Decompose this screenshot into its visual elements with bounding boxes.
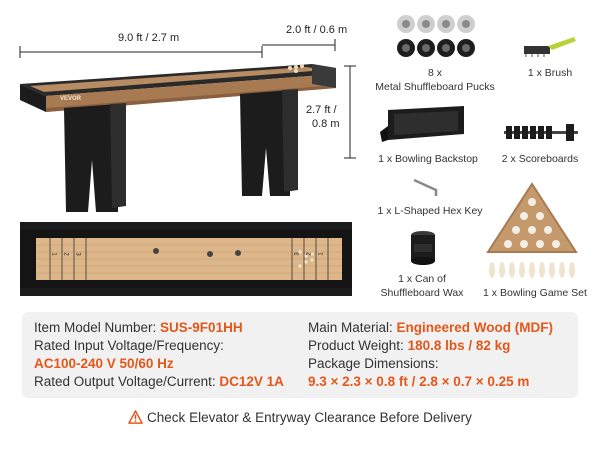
bowling-set-image [486,182,578,278]
spec-package-label: Package Dimensions: [308,356,439,371]
wax-caption-line1: 1 x Can of [398,273,446,285]
length-dimension-label: 9.0 ft / 2.7 m [118,32,180,44]
score-mark-right-3: 3 [294,252,301,256]
score-mark-left-3: 3 [74,252,81,256]
bowling-set-caption: 1 x Bowling Game Set [483,287,587,299]
hex-key-image [413,178,438,196]
shuffleboard-pucks-image [397,15,475,57]
spec-material: Main Material: Engineered Wood (MDF) [308,319,553,336]
brush-image [524,37,576,57]
brush-caption: 1 x Brush [527,67,573,79]
hex-key-caption: 1 x L-Shaped Hex Key [377,205,483,217]
brand-mark: VEVOR [60,96,82,102]
delivery-warning-text: Check Elevator & Entryway Clearance Befo… [147,410,472,425]
specifications-panel [22,312,578,398]
spec-package-value-text: 9.3 × 2.3 × 0.8 ft / 2.8 × 0.7 × 0.25 m [308,374,530,389]
warning-icon [128,410,143,424]
spec-package-value: 9.3 × 2.3 × 0.8 ft / 2.8 × 0.7 × 0.25 m [308,373,529,390]
bowling-backstop-image [380,106,464,142]
scoreboards-image [504,124,578,141]
spec-input-value: AC100-240 V 50/60 Hz [34,355,174,372]
width-dimension-label: 2.0 ft / 0.6 m [286,24,348,36]
delivery-warning: Check Elevator & Entryway Clearance Befo… [0,410,600,425]
spec-output-value: DC12V 1A [219,374,284,389]
spec-weight: Product Weight: 180.8 lbs / 82 kg [308,337,510,354]
spec-input-label: Rated Input Voltage/Frequency: [34,338,224,353]
score-mark-left-1: 1 [50,252,57,256]
score-mark-right-1: 1 [318,252,325,256]
wax-caption-line2: Shuffleboard Wax [380,287,464,299]
score-mark-right-2: 2 [306,252,313,256]
spec-model: Item Model Number: SUS-9F01HH [34,319,243,336]
spec-input-value-text: AC100-240 V 50/60 Hz [34,356,174,371]
score-mark-left-2: 2 [62,252,69,256]
spec-model-label: Item Model Number: [34,320,161,335]
pucks-caption-line2: Metal Shuffleboard Pucks [375,81,495,93]
spec-model-value: SUS-9F01HH [160,320,243,335]
height-dimension-label-line1: 2.7 ft / [306,104,337,116]
spec-material-value: Engineered Wood (MDF) [396,320,554,335]
spec-output-label: Rated Output Voltage/Current: [34,374,220,389]
pucks-caption-line1: 8 x [427,67,442,79]
spec-weight-label: Product Weight: [308,338,408,353]
height-dimension-label-line2: 0.8 m [312,118,340,130]
spec-material-label: Main Material: [308,320,397,335]
playfield-top-view [20,222,352,296]
scoreboards-caption: 2 x Scoreboards [501,153,579,165]
spec-weight-value: 180.8 lbs / 82 kg [407,338,511,353]
backstop-caption: 1 x Bowling Backstop [378,153,478,165]
spec-output: Rated Output Voltage/Current: DC12V 1A [34,373,284,390]
wax-can-image [411,231,435,265]
shuffleboard-table-illustration [19,39,356,212]
